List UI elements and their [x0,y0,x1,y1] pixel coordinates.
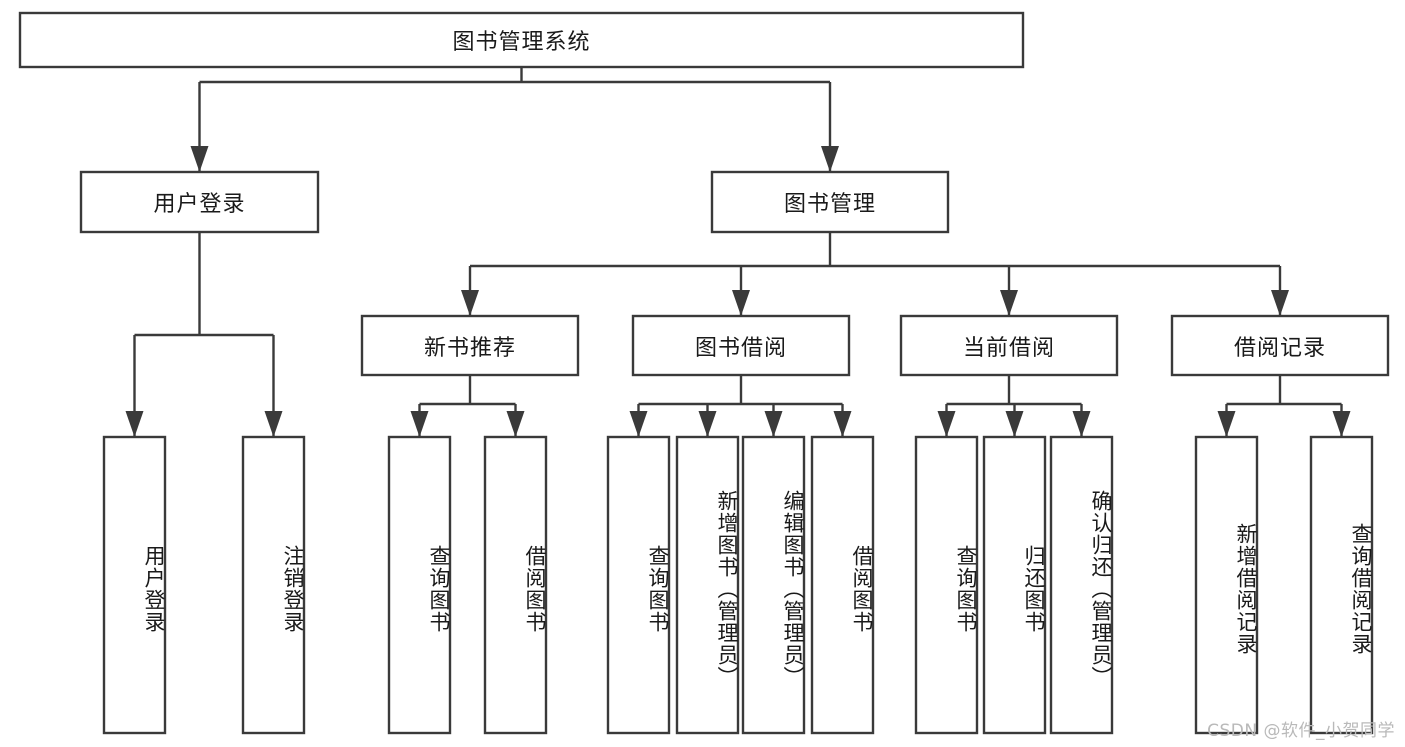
arrow-head-icon [937,411,956,437]
node-box-br-add-record[interactable] [1194,435,1259,735]
arrow-head-icon [1217,411,1236,437]
arrow-head-icon [506,411,525,437]
node-box-book-manage[interactable] [710,170,950,234]
node-box-nbr-borrow-book[interactable] [483,435,548,735]
node-box-bb-query-book[interactable] [606,435,671,735]
node-box-user-login[interactable] [79,170,320,234]
node-box-borrow-record[interactable] [1170,314,1390,377]
arrow-head-icon [732,290,750,316]
arrow-head-icon [1000,290,1018,316]
connectors-layer [125,67,1351,437]
arrow-head-icon [764,411,783,437]
node-box-current-borrow[interactable] [899,314,1119,377]
boxes-layer [18,11,1390,735]
node-box-bb-add-book[interactable] [675,435,740,735]
arrow-head-icon [629,411,648,437]
arrow-head-icon [821,146,839,172]
arrow-head-icon [125,411,144,437]
node-box-new-book-rec[interactable] [360,314,580,377]
arrow-head-icon [410,411,429,437]
node-box-br-query-record[interactable] [1309,435,1374,735]
node-box-book-borrow[interactable] [631,314,851,377]
arrow-head-icon [1332,411,1351,437]
arrow-head-icon [1271,290,1289,316]
node-box-user-logout[interactable] [241,435,306,735]
node-box-cb-confirm-ret[interactable] [1049,435,1114,735]
node-box-cb-query-book[interactable] [914,435,979,735]
arrow-head-icon [698,411,717,437]
arrow-head-icon [190,146,209,172]
node-box-bb-edit-book[interactable] [741,435,806,735]
arrow-head-icon [833,411,852,437]
node-box-nbr-query-book[interactable] [387,435,452,735]
node-box-root[interactable] [18,11,1025,69]
arrow-head-icon [1005,411,1024,437]
arrow-head-icon [1072,411,1091,437]
node-box-user-login-do[interactable] [102,435,167,735]
node-box-cb-return-book[interactable] [982,435,1047,735]
watermark-text: CSDN @软件_小贺同学 [1207,721,1395,741]
arrow-head-icon [264,411,283,437]
node-box-bb-borrow-book[interactable] [810,435,875,735]
arrow-head-icon [461,290,479,316]
